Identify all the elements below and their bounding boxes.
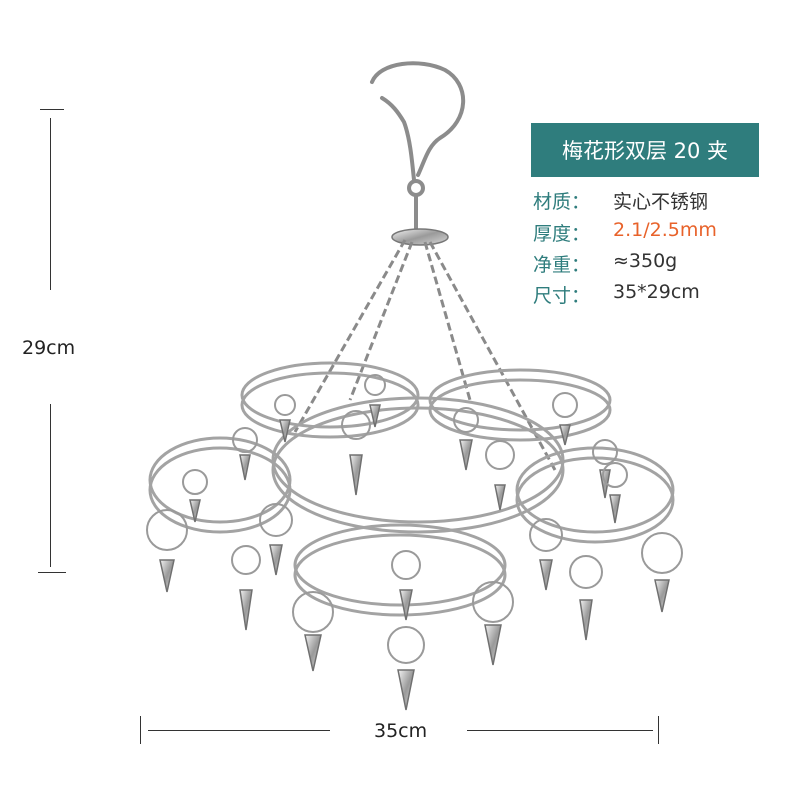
hook-icon bbox=[370, 61, 466, 230]
height-dimension-label: 29cm bbox=[22, 337, 76, 359]
spec-size-key: 尺寸： bbox=[533, 285, 591, 307]
spec-weight: 净重： ≈350g bbox=[533, 250, 677, 277]
spec-material-value: 实心不锈钢 bbox=[613, 191, 709, 213]
spec-material-key: 材质： bbox=[533, 191, 591, 213]
ring-frame bbox=[148, 361, 675, 617]
product-title-badge: 梅花形双层 20 夹 bbox=[531, 123, 759, 177]
spec-thickness: 厚度： 2.1/2.5mm bbox=[533, 219, 717, 246]
spec-size-value: 35*29cm bbox=[613, 281, 700, 303]
spec-size: 尺寸： 35*29cm bbox=[533, 281, 700, 308]
width-dimension-label: 35cm bbox=[374, 720, 428, 742]
spec-weight-key: 净重： bbox=[533, 254, 591, 276]
height-dimension-top-cap bbox=[40, 109, 64, 110]
clip-loops bbox=[146, 374, 683, 664]
height-dimension-line-lower bbox=[50, 404, 51, 567]
height-dimension-line-upper bbox=[50, 118, 51, 290]
clothespin-icon bbox=[159, 404, 670, 711]
spec-material: 材质： 实心不锈钢 bbox=[533, 187, 708, 214]
height-dimension-bottom-cap bbox=[38, 572, 66, 573]
spec-thickness-value: 2.1/2.5mm bbox=[613, 219, 717, 241]
hub-plate bbox=[391, 228, 449, 246]
width-dimension-line-left bbox=[148, 730, 330, 731]
width-dimension-right-cap bbox=[658, 716, 659, 744]
spec-thickness-key: 厚度： bbox=[533, 223, 591, 245]
width-dimension-line-right bbox=[467, 730, 653, 731]
spec-weight-value: ≈350g bbox=[613, 250, 678, 272]
width-dimension-left-cap bbox=[140, 716, 141, 744]
